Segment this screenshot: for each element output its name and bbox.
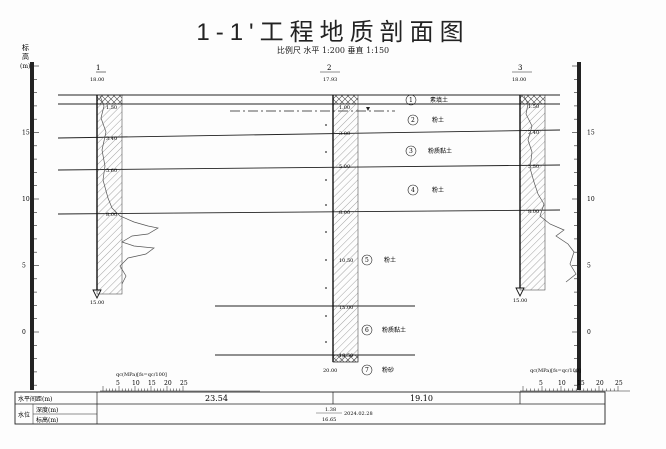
svg-text:10.50: 10.50 [339, 258, 353, 264]
svg-text:5.50: 5.50 [528, 164, 539, 170]
cpt-tick-label: 5 [116, 380, 120, 387]
borehole-1-id: 1 [96, 64, 100, 72]
water-date: 2024.02.28 [344, 411, 373, 417]
elev-tick-left: 5 [22, 263, 26, 270]
distance-2: 19.10 [410, 394, 433, 403]
borehole-2-depth: 20.00 [323, 368, 337, 374]
water-level-icon [366, 107, 370, 111]
borehole-2-elev: 17.93 [323, 77, 337, 83]
cpt-scale-left: qc(MPa)[fs=qc/100] 5 10 15 20 25 [100, 371, 260, 392]
svg-text:3.00: 3.00 [339, 131, 350, 137]
svg-text:8.00: 8.00 [106, 212, 117, 218]
svg-text:标高(m): 标高(m) [36, 416, 58, 424]
row-label-distance: 水平间距(m) [18, 395, 52, 403]
svg-text:3.40: 3.40 [528, 130, 539, 136]
right-elevation-axis: 15 10 5 0 [572, 62, 595, 390]
borehole-3-id: 3 [518, 64, 522, 72]
svg-text:3: 3 [409, 148, 413, 155]
svg-text:高: 高 [22, 52, 29, 61]
row-label-water: 水位 [18, 411, 30, 419]
layer-boundaries [57, 94, 561, 356]
distance-1: 23.54 [205, 394, 228, 403]
borehole-3-depth: 15.00 [513, 298, 527, 304]
borehole-1: 1 18.00 15.00 1.50 3.40 5.60 8.00 [90, 64, 159, 306]
svg-text:3.40: 3.40 [106, 136, 117, 142]
cpt-tick-label: 10 [132, 380, 140, 387]
svg-text:4: 4 [411, 187, 415, 194]
svg-text:1.50: 1.50 [528, 104, 539, 110]
svg-text:1: 1 [409, 97, 413, 104]
elev-tick-left: 10 [22, 196, 30, 203]
svg-text:2: 2 [411, 117, 415, 124]
cpt-tick-label: 10 [558, 380, 566, 387]
svg-text:1.00: 1.00 [339, 105, 350, 111]
elev-tick-right: 0 [587, 329, 591, 336]
svg-text:18.50: 18.50 [339, 353, 353, 359]
layer-4-name: 粉土 [432, 186, 444, 194]
svg-text:15.00: 15.00 [339, 305, 353, 311]
svg-text:5.60: 5.60 [106, 168, 117, 174]
borehole-1-elev: 18.00 [90, 77, 104, 83]
layer-3-name: 粉质黏土 [428, 147, 452, 155]
elev-tick-right: 10 [587, 196, 595, 203]
layer-2-name: 粉土 [432, 116, 444, 124]
elev-tick-right: 15 [587, 130, 595, 137]
elev-tick-left: 0 [22, 329, 26, 336]
svg-text:5: 5 [365, 257, 369, 264]
svg-text:qc(MPa)[fs=qc/100]: qc(MPa)[fs=qc/100] [530, 367, 581, 374]
layer-labels: 1 素填土 2 粉土 3 粉质黏土 4 粉土 5 粉土 6 粉质黏土 7 粉砂 [361, 94, 452, 376]
water-elevation: 16.65 [322, 417, 336, 423]
layer-6-name: 粉质黏土 [382, 326, 406, 334]
svg-text:1.50: 1.50 [106, 105, 117, 111]
scale-note: 比例尺 水平 1:200 垂直 1:150 [276, 46, 390, 55]
left-elevation-axis: 15 10 5 0 标 高 (m) [20, 43, 39, 390]
cpt-tick-label: 20 [596, 380, 604, 387]
cpt-tick-label: 25 [615, 380, 623, 387]
elev-tick-right: 5 [587, 263, 591, 270]
cpt-tick-label: 15 [577, 380, 585, 387]
water-depth: 1.38 [325, 407, 336, 413]
borehole-1-depth: 15.00 [90, 300, 104, 306]
borehole-3: 3 18.00 15.00 1.50 3.40 5.50 8.00 [512, 64, 577, 304]
svg-text:8.00: 8.00 [528, 209, 539, 215]
info-table: 水平间距(m) 水位 深度(m) 标高(m) 23.54 19.10 1.38 … [14, 391, 606, 425]
layer-7-name: 粉砂 [382, 366, 394, 374]
svg-text:8.00: 8.00 [339, 210, 350, 216]
cpt-tick-label: 15 [148, 380, 156, 387]
borehole-3-elev: 18.00 [512, 77, 526, 83]
svg-text:6: 6 [365, 327, 369, 334]
drawing-title: 1-1'工程地质剖面图 [196, 19, 470, 46]
elev-tick-left: 15 [22, 130, 30, 137]
svg-text:7: 7 [365, 367, 369, 374]
cpt-tick-label: 25 [180, 380, 188, 387]
svg-text:5.00: 5.00 [339, 164, 350, 170]
cpt-tick-label: 5 [539, 380, 543, 387]
svg-text:深度(m): 深度(m) [36, 406, 58, 414]
cpt-tick-label: 20 [164, 380, 172, 387]
layer-1-name: 素填土 [430, 96, 448, 104]
borehole-2: 2 17.93 20.00 1.00 3.00 5.00 8.00 10.50 … [320, 64, 359, 374]
cpt-scale-right: qc(MPa)[fs=qc/100] 5 10 15 20 25 [520, 367, 630, 392]
axis-label: 标 [22, 43, 29, 52]
svg-text:qc(MPa)[fs=qc/100]: qc(MPa)[fs=qc/100] [116, 371, 167, 378]
svg-text:(m): (m) [20, 63, 30, 70]
borehole-2-id: 2 [327, 64, 331, 72]
layer-5-name: 粉土 [384, 256, 396, 264]
